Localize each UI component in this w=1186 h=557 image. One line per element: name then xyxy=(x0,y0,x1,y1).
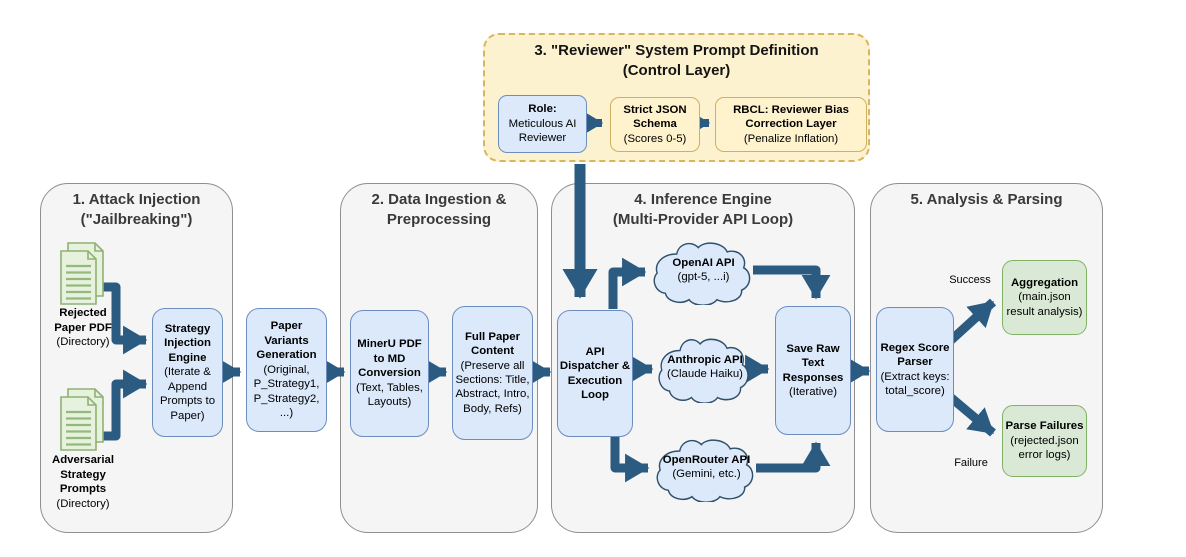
adversarial-prompts-label-sub: (Directory) xyxy=(56,497,110,510)
cloud-shape-icon xyxy=(656,439,754,502)
adversarial-prompts-label: Adversarial Strategy Prompts (Directory) xyxy=(45,453,121,511)
cloud-shape-icon xyxy=(658,338,749,403)
reviewer-role-title: Role: xyxy=(528,103,557,116)
aggregation-box: Aggregation (main.json result analysis) xyxy=(1002,260,1087,335)
section-title-3-line1: 3. "Reviewer" System Prompt Definition xyxy=(534,42,819,59)
paper-variants-sub: (Original, P_Strategy1, P_Strategy2, ...… xyxy=(253,363,320,420)
rejected-paper-label-sub: (Directory) xyxy=(56,336,110,349)
anthropic-api-cloud: Anthropic API (Claude Haiku) xyxy=(657,333,753,403)
success-edge-label: Success xyxy=(949,274,991,286)
section-title-4: 4. Inference Engine (Multi-Provider API … xyxy=(551,190,855,230)
cloud-shape-icon xyxy=(653,242,751,305)
section-title-3-line2: (Control Layer) xyxy=(622,61,731,79)
aggregation-sub: (main.json result analysis) xyxy=(1006,291,1083,318)
parse-failures-box: Parse Failures (rejected.json error logs… xyxy=(1002,405,1087,477)
mineru-conversion-box: MinerU PDF to MD Conversion (Text, Table… xyxy=(350,310,429,437)
section-title-2-line1: 2. Data Ingestion & xyxy=(371,191,507,208)
openrouter-api-cloud: OpenRouter API (Gemini, etc.) xyxy=(655,434,758,502)
parse-failures-sub: (rejected.json error logs) xyxy=(1010,434,1079,462)
save-raw-responses-sub: (Iterative) xyxy=(788,385,838,398)
regex-score-parser-sub: (Extract keys: total_score) xyxy=(880,370,950,397)
section-title-2-line2: Preprocessing xyxy=(386,210,492,228)
reviewer-role-sub: Meticulous AI Reviewer xyxy=(508,117,577,145)
section-title-5: 5. Analysis & Parsing xyxy=(870,190,1103,210)
full-paper-content-box: Full Paper Content (Preserve all Section… xyxy=(452,306,533,440)
reviewer-role-box: Role: Meticulous AI Reviewer xyxy=(498,95,587,153)
strategy-injection-engine-sub: (Iterate & Append Prompts to Paper) xyxy=(159,366,216,422)
anthropic-api-sub: (Claude Haiku) xyxy=(667,368,743,380)
regex-score-parser-box: Regex Score Parser (Extract keys: total_… xyxy=(876,307,954,432)
section-title-3: 3. "Reviewer" System Prompt Definition (… xyxy=(483,41,870,81)
section-title-1-line2: ("Jailbreaking") xyxy=(80,210,193,228)
api-dispatcher-box: API Dispatcher & Execution Loop xyxy=(557,310,633,437)
rbcl-box: RBCL: Reviewer Bias Correction Layer (Pe… xyxy=(715,97,867,152)
rbcl-title: RBCL: Reviewer Bias Correction Layer xyxy=(733,103,849,131)
openai-api-title: OpenAI API xyxy=(672,257,735,270)
rejected-paper-label-title: Rejected Paper PDF xyxy=(54,307,112,334)
mineru-sub: (Text, Tables, Layouts) xyxy=(356,381,423,409)
save-raw-responses-box: Save Raw Text Responses (Iterative) xyxy=(775,306,851,435)
rejected-paper-label: Rejected Paper PDF (Directory) xyxy=(47,306,119,350)
openrouter-api-title: OpenRouter API xyxy=(662,454,751,467)
strategy-injection-engine-title: Strategy Injection Engine xyxy=(164,322,211,364)
full-paper-content-title: Full Paper Content xyxy=(464,330,521,358)
paper-variants-title: Paper Variants Generation xyxy=(256,320,317,362)
section-title-4-line1: 4. Inference Engine xyxy=(634,191,772,208)
openai-api-cloud: OpenAI API (gpt-5, ...i) xyxy=(652,237,755,305)
adversarial-prompts-label-title: Adversarial Strategy Prompts xyxy=(51,454,115,496)
strict-json-schema-box: Strict JSON Schema (Scores 0-5) xyxy=(610,97,700,152)
rbcl-sub: (Penalize Inflation) xyxy=(743,132,839,145)
openrouter-api-sub: (Gemini, etc.) xyxy=(672,468,741,480)
section-title-1-line1: 1. Attack Injection xyxy=(72,191,201,208)
section-title-1: 1. Attack Injection ("Jailbreaking") xyxy=(40,190,233,230)
anthropic-api-title: Anthropic API xyxy=(667,354,743,367)
api-dispatcher-title: API Dispatcher & Execution Loop xyxy=(559,345,631,401)
save-raw-responses-title: Save Raw Text Responses xyxy=(782,342,844,384)
strict-json-schema-sub: (Scores 0-5) xyxy=(623,132,687,145)
section-title-4-line2: (Multi-Provider API Loop) xyxy=(612,210,794,228)
rejected-paper-document-stack-icon xyxy=(60,242,104,305)
failure-edge-label: Failure xyxy=(954,457,988,469)
strategy-injection-engine-box: Strategy Injection Engine (Iterate & App… xyxy=(152,308,223,437)
paper-variants-box: Paper Variants Generation (Original, P_S… xyxy=(246,308,327,432)
aggregation-title: Aggregation xyxy=(1010,276,1079,289)
openai-api-sub: (gpt-5, ...i) xyxy=(677,271,730,283)
adversarial-prompts-document-stack-icon xyxy=(60,388,104,451)
full-paper-content-sub: (Preserve all Sections: Title, Abstract,… xyxy=(455,359,530,415)
parse-failures-title: Parse Failures xyxy=(1005,420,1084,433)
mineru-title: MinerU PDF to MD Conversion xyxy=(357,338,422,380)
section-title-5-line1: 5. Analysis & Parsing xyxy=(910,191,1063,208)
regex-score-parser-title: Regex Score Parser xyxy=(880,341,950,369)
section-title-2: 2. Data Ingestion & Preprocessing xyxy=(340,190,538,230)
strict-json-schema-title: Strict JSON Schema xyxy=(623,103,687,131)
